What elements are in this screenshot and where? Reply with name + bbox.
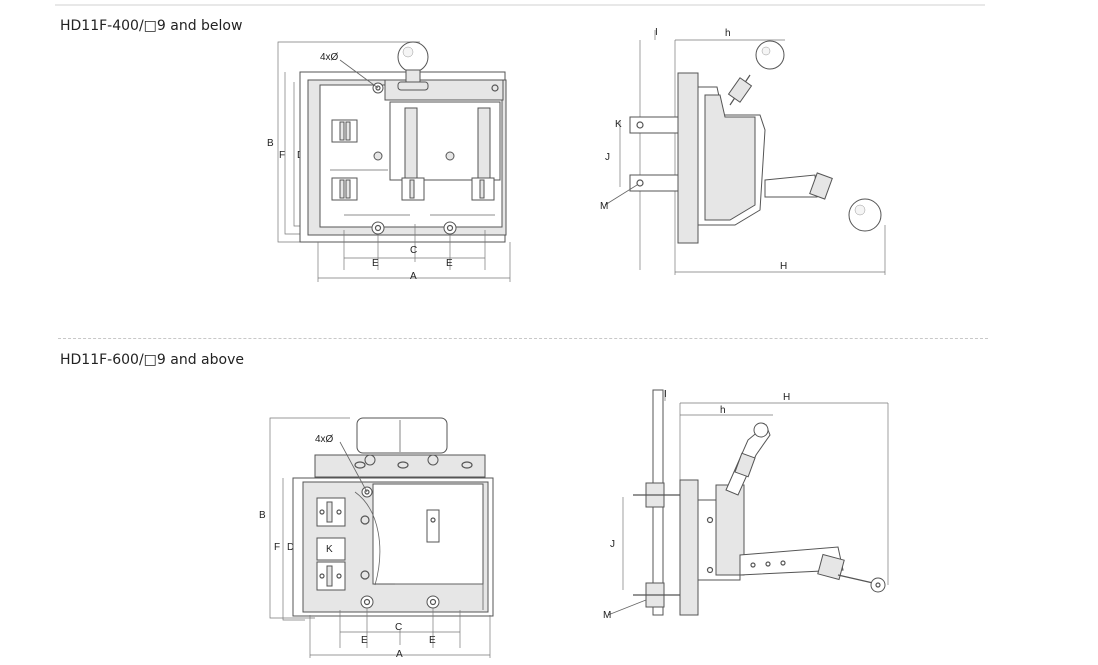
dim-label-K-small: K [615,119,622,130]
dim-label-A-large: A [396,649,403,660]
dim-label-J-small: J [605,152,610,163]
top-rule [55,4,985,6]
dim-label-H-large: H [783,392,790,403]
mount-hole-label: 4xØ [320,52,339,63]
dim-tick-label-I: I [655,27,658,38]
dim-label-B: B [267,138,274,149]
front-view-drawing-small: B F D 4xØ C E E A [267,41,511,282]
section-title-small: HD11F-400/□9 and below [60,18,243,34]
dim-label-F: F [279,150,285,161]
mount-hole-label-large: 4xØ [315,434,334,445]
dim-tick-label-I-large: I [664,389,667,400]
section-title-large: HD11F-600/□9 and above [60,352,244,368]
dim-label-H-small: H [780,261,787,272]
dim-label-M-small: M [600,201,608,212]
dim-label-J-large: J [610,539,615,550]
side-view-drawing-small: I h J K M H [600,27,886,275]
side-view-drawing-large: I H h J M [603,389,889,621]
front-view-drawing-large: B F D K 4xØ C E E A [259,417,494,660]
dim-label-D-large: D [287,542,294,553]
dim-label-F-large: F [274,542,280,553]
dim-label-C: C [410,245,417,256]
dim-label-M-large: M [603,610,611,621]
dim-label-E-right-large: E [429,635,436,646]
dim-label-E-right: E [446,258,453,269]
dim-label-h-small: h [725,28,731,39]
dim-label-E-left-large: E [361,635,368,646]
section-divider [58,338,988,339]
dim-label-B-large: B [259,510,266,521]
dim-label-C-large: C [395,622,402,633]
dim-label-A: A [410,271,417,282]
part-label-K: K [326,544,333,555]
dim-label-E-left: E [372,258,379,269]
dim-label-h-large: h [720,405,726,416]
